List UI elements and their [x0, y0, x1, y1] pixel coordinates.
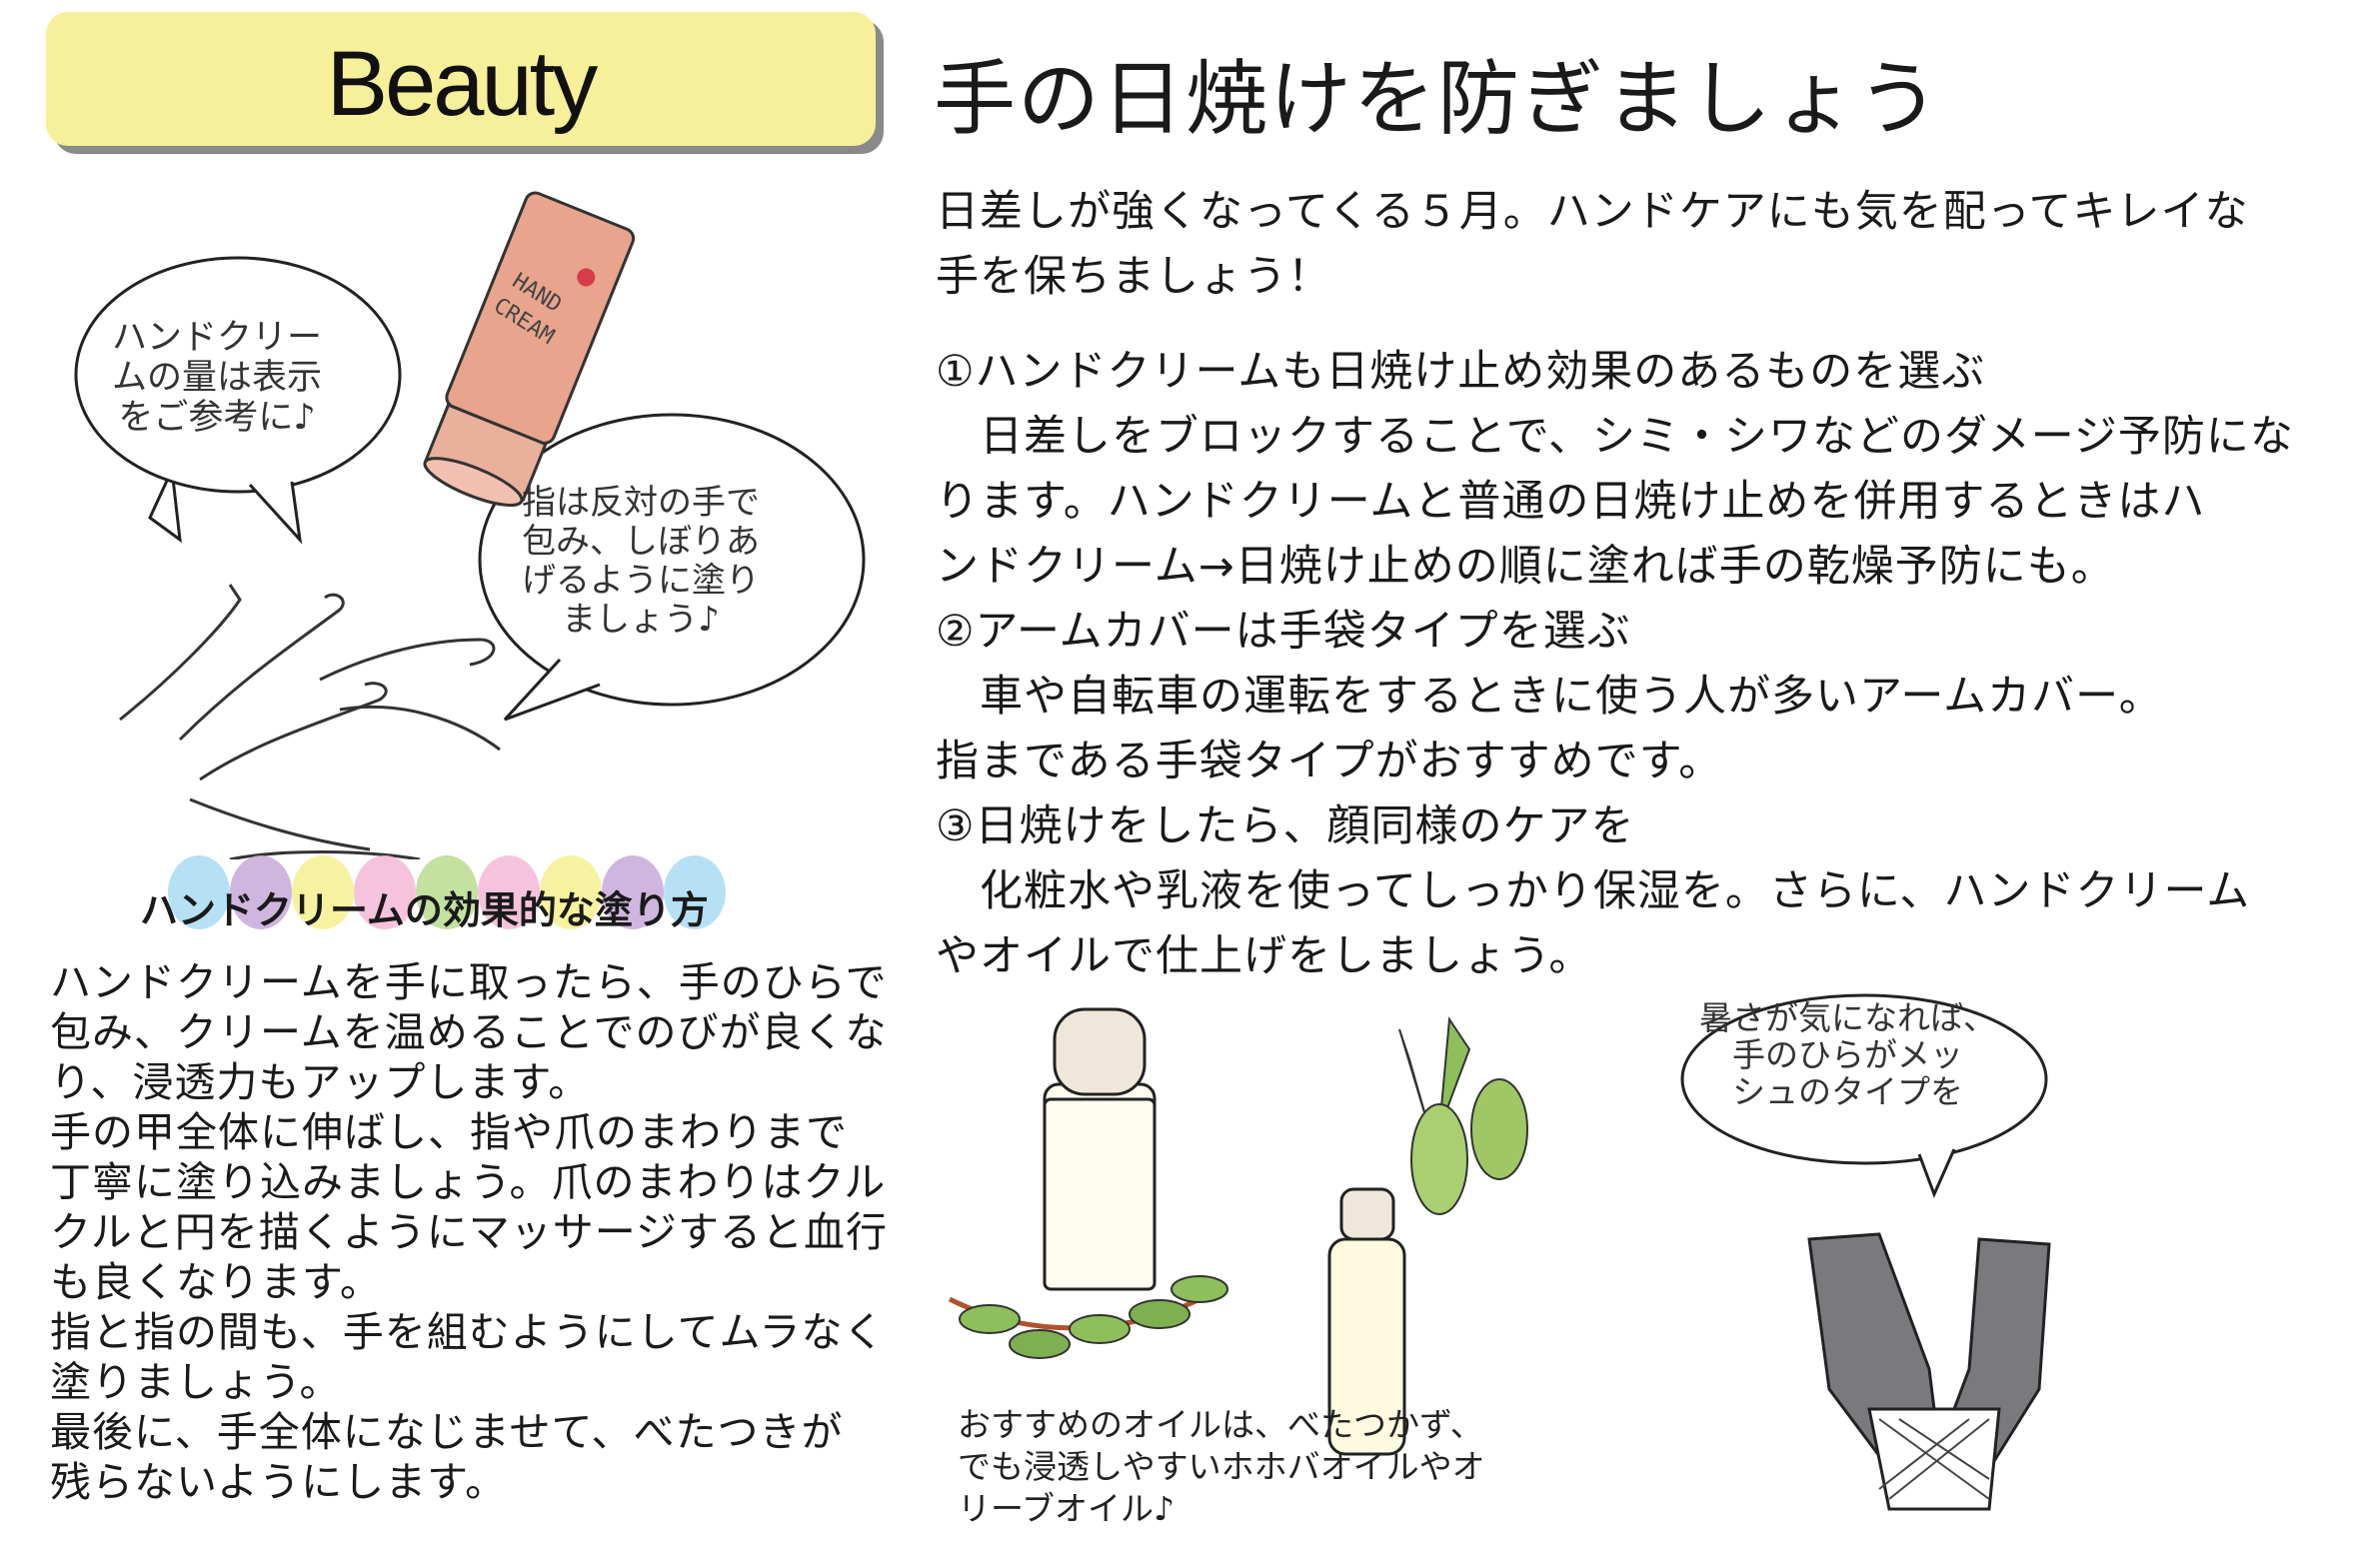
tip-line: ります。ハンドクリームと普通の日焼け止めを併用するときはハ — [936, 477, 2206, 527]
olive-branch-icon — [948, 1275, 1228, 1359]
intro-text: 日差しが強くなってくる５月。ハンドケアにも気を配ってキレイな 手を保ちましょう！ — [936, 180, 2249, 310]
caption-line: リーブオイル♪ — [958, 1489, 1176, 1528]
bubble-line: げるように塗り — [522, 561, 760, 601]
tip-heading-2: ②アームカバーは手袋タイプを選ぶ — [936, 607, 1631, 657]
tip-line: 化粧水や乳液を使ってしっかり保湿を。さらに、ハンドクリーム — [936, 866, 2251, 916]
method-line: 最後に、手全体になじませて、べたつきが — [50, 1408, 844, 1456]
method-line: ハンドクリームを手に取ったら、手のひらで — [50, 958, 888, 1006]
dot — [168, 855, 230, 929]
tip-heading-1: ①ハンドクリームも日焼け止め効果のあるものを選ぶ — [936, 347, 1986, 397]
method-line: 指と指の間も、手を組むようにしてムラなく — [50, 1308, 886, 1356]
hand-cream-tube-icon: HAND CREAM — [423, 191, 636, 507]
mesh-gloves-icon — [1807, 1232, 2051, 1511]
bubble-fingers-text: 指は反対の手で 包み、しぼりあ げるように塗り ましょう♪ — [522, 484, 760, 640]
tip-line: 車や自転車の運転をするときに使う人が多いアームカバー。 — [936, 672, 2163, 722]
hand-cream-illustration: HAND CREAM — [74, 191, 866, 859]
dot — [664, 855, 726, 929]
bubble-amount-text: ハンドクリー ムの量は表示 をご参考に♪ — [112, 318, 322, 438]
speech-bubble-mesh — [1680, 993, 2048, 1198]
bubble-line: 包み、しぼりあ — [522, 522, 760, 562]
section-label: Beauty — [326, 33, 598, 135]
bubble-line: ハンドクリー — [112, 318, 323, 358]
dot — [230, 855, 292, 929]
tip-line: 指まである手袋タイプがおすすめです。 — [936, 737, 1723, 786]
oil-and-glove-illustration — [948, 993, 2051, 1511]
section-banner: Beauty — [46, 12, 876, 146]
method-line: 丁寧に塗り込みましょう。爪のまわりはクル — [50, 1158, 887, 1206]
bubble-line: 暑さが気になれば、 — [1699, 998, 1996, 1037]
method-line: クルと円を描くようにマッサージすると血行 — [50, 1208, 888, 1256]
jojoba-plant-icon — [1398, 1016, 1528, 1215]
method-text: ハンドクリームを手に取ったら、手のひらで 包み、クリームを温めることでのびが良く… — [50, 957, 888, 1507]
tip-line: 日差しをブロックすることで、シミ・シワなどのダメージ予防にな — [936, 412, 2294, 462]
small-bottle-icon — [1327, 1187, 1406, 1456]
method-line: り、浸透力もアップします。 — [50, 1058, 591, 1106]
method-line: 包み、クリームを温めることでのびが良くな — [50, 1008, 888, 1056]
caption-line: おすすめのオイルは、べたつかず、 — [958, 1405, 1483, 1444]
method-line: も良くなります。 — [50, 1258, 382, 1306]
tip-heading-3: ③日焼けをしたら、顔同様のケアを — [936, 801, 1635, 851]
bubble-line: シュのタイプを — [1732, 1072, 1963, 1111]
intro-line: 手を保ちましょう！ — [936, 252, 1331, 302]
lotion-bottle-icon — [1043, 1007, 1157, 1291]
bubble-mesh-text: 暑さが気になれば、 手のひらがメッ シュのタイプを — [1699, 999, 1996, 1110]
method-line: 塗りましょう。 — [50, 1358, 342, 1406]
article-title: 手の日焼けを防ぎましょう — [934, 52, 1942, 147]
dot — [354, 855, 416, 929]
dot — [416, 855, 478, 929]
bubble-line: 手のひらがメッ — [1732, 1035, 1963, 1074]
method-line: 残らないようにします。 — [50, 1458, 508, 1506]
bubble-line: 指は反対の手で — [522, 483, 760, 523]
bubble-line: ムの量は表示 — [112, 358, 323, 398]
dot — [478, 855, 540, 929]
oil-caption: おすすめのオイルは、べたつかず、 でも浸透しやすいホホバオイルやオ リーブオイル… — [958, 1404, 1485, 1530]
speech-bubble-amount — [74, 256, 402, 545]
tips-text: ①ハンドクリームも日焼け止め効果のあるものを選ぶ 日差しをブロックすることで、シ… — [936, 340, 2294, 989]
tip-line: やオイルで仕上げをしましょう。 — [936, 931, 1593, 981]
speech-bubble-fingers — [478, 413, 866, 722]
dot — [292, 855, 354, 929]
tip-line: ンドクリーム→日焼け止めの順に塗れば手の乾燥予防にも。 — [936, 542, 2115, 592]
dot — [540, 855, 602, 929]
hands-drawing — [119, 584, 501, 859]
caption-line: でも浸透しやすいホホバオイルやオ — [958, 1447, 1485, 1486]
dot — [602, 855, 664, 929]
intro-line: 日差しが強くなってくる５月。ハンドケアにも気を配ってキレイな — [936, 187, 2249, 237]
bubble-line: をご参考に♪ — [118, 398, 316, 438]
method-line: 手の甲全体に伸ばし、指や爪のまわりまで — [50, 1108, 848, 1156]
method-heading: ハンドクリームの効果的な塗り方 — [140, 888, 709, 932]
bubble-line: ましょう♪ — [562, 600, 720, 640]
